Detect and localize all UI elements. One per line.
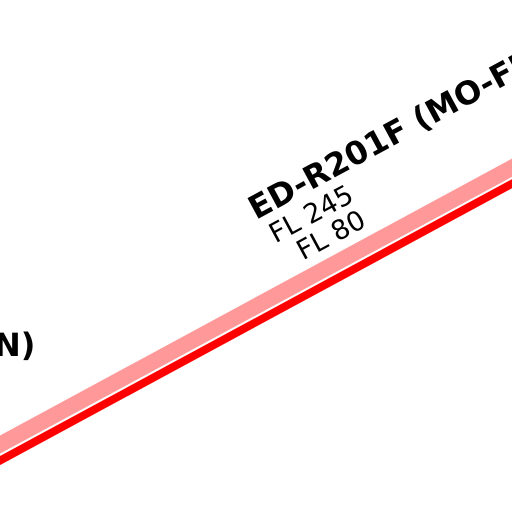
partial-area-label: N) <box>0 326 35 364</box>
restricted-area-inner-band <box>0 158 512 454</box>
restricted-area-name: ED-R201F (MO-FR <box>242 41 512 227</box>
restricted-area-border <box>0 179 512 466</box>
